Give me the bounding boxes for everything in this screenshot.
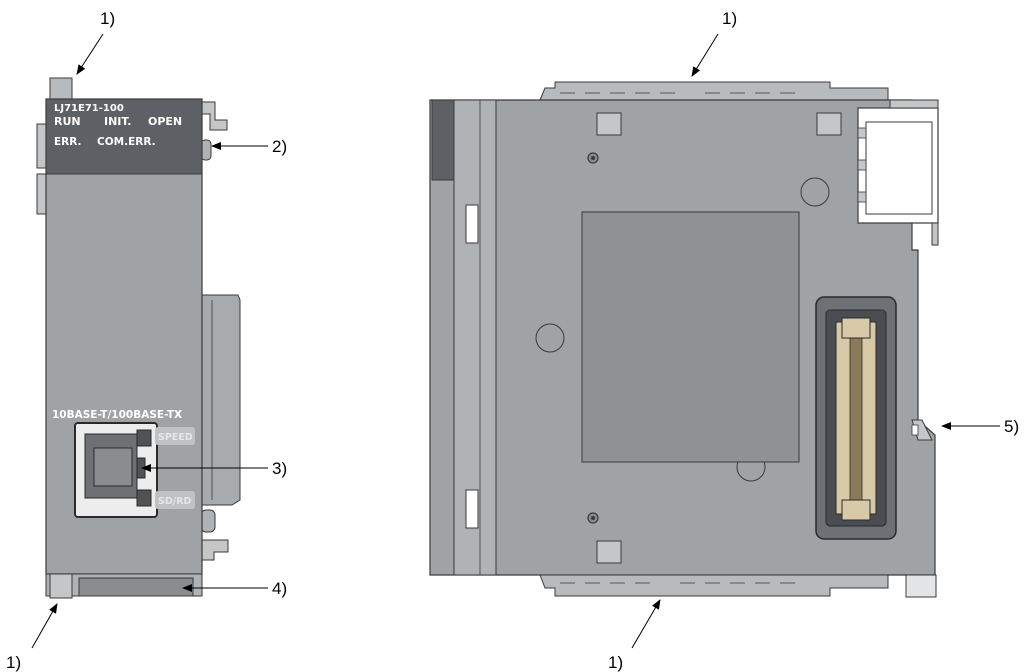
callout-hook-bottom-front: 1)	[6, 653, 21, 672]
led-run: RUN	[54, 115, 81, 128]
led-init: INIT.	[104, 115, 131, 128]
callout-arrow	[76, 33, 104, 75]
sdrd-tag	[155, 491, 195, 509]
callout-arrow	[31, 603, 58, 649]
speed-led-window	[136, 429, 152, 447]
mount-hole	[800, 177, 830, 207]
top-tab	[596, 112, 622, 136]
top-hook-front	[49, 77, 73, 101]
callout-serial-label: 4)	[272, 579, 287, 598]
side-label-plate	[581, 211, 800, 463]
side-slot	[465, 489, 479, 529]
top-rail	[539, 81, 889, 101]
bottom-right-foot	[905, 574, 937, 598]
speed-label: SPEED	[158, 432, 193, 443]
callout-arrow	[691, 33, 719, 77]
led-err: ERR.	[54, 136, 82, 148]
callouts: 1) 2) 3) 4) 1) 1) 1) 5)	[6, 9, 1019, 672]
callout-hook-top-front: 1)	[100, 9, 115, 28]
sdrd-label: SD/RD	[158, 496, 192, 507]
callout-hook-top-side: 1)	[722, 9, 737, 28]
bottom-rail	[496, 574, 889, 597]
side-view	[429, 81, 939, 598]
side-dark-strip	[431, 99, 455, 181]
side-notch	[36, 173, 47, 215]
mount-hole	[535, 323, 565, 353]
led-open: OPEN	[148, 115, 182, 128]
callout-ethernet-port: 3)	[272, 459, 287, 478]
side-connector-silhouette	[200, 294, 241, 506]
callout-led-display: 2)	[272, 137, 287, 156]
side-slot	[465, 204, 479, 244]
bottom-tab	[596, 540, 622, 564]
callout-din-rail-hook: 5)	[1004, 417, 1019, 436]
callout-hook-bottom-side: 1)	[608, 653, 623, 672]
led-panel	[45, 98, 203, 175]
model-label: LJ71E71-100	[54, 103, 124, 114]
sdrd-led-window	[136, 489, 152, 507]
speed-tag	[155, 427, 195, 445]
callout-arrow	[631, 599, 661, 649]
top-tab	[816, 112, 842, 136]
bottom-hook-front	[49, 573, 73, 599]
top-latch	[200, 101, 228, 131]
bottom-latch	[200, 539, 229, 561]
side-bump	[200, 509, 216, 533]
serial-label-plate	[78, 577, 194, 597]
front-view: LJ71E71-100 RUN INIT. OPEN ERR. COM.ERR.…	[36, 77, 241, 599]
side-notch	[36, 123, 47, 169]
led-com-err: COM.ERR.	[97, 136, 156, 148]
port-label: 10BASE-T/100BASE-TX	[52, 409, 182, 421]
